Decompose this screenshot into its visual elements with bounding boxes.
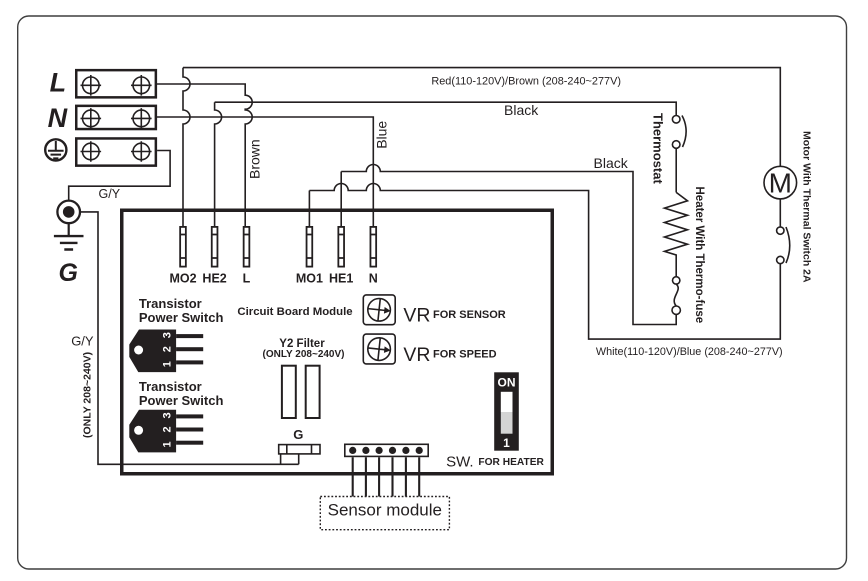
svg-text:Y2 Filter: Y2 Filter (279, 338, 325, 350)
svg-text:Transistor: Transistor (139, 379, 202, 394)
svg-text:Circuit Board Module: Circuit Board Module (237, 306, 352, 318)
svg-text:Power Switch: Power Switch (139, 310, 224, 325)
svg-text:L: L (243, 271, 251, 285)
svg-text:FOR SENSOR: FOR SENSOR (433, 309, 506, 321)
svg-text:Power Switch: Power Switch (139, 393, 224, 408)
svg-text:White(110-120V)/Blue (208-240~: White(110-120V)/Blue (208-240~277V) (596, 346, 783, 358)
svg-text:L: L (50, 67, 67, 97)
svg-text:Black: Black (504, 102, 539, 118)
svg-text:Red(110-120V)/Brown (208-240~2: Red(110-120V)/Brown (208-240~277V) (431, 76, 621, 88)
svg-text:G/Y: G/Y (71, 333, 94, 348)
svg-text:FOR HEATER: FOR HEATER (478, 457, 544, 468)
svg-text:HE2: HE2 (202, 271, 226, 285)
svg-text:MO2: MO2 (169, 271, 196, 285)
svg-text:VR: VR (403, 305, 430, 327)
svg-text:MO1: MO1 (296, 271, 323, 285)
svg-text:2: 2 (161, 346, 173, 352)
svg-text:N: N (48, 103, 68, 133)
svg-text:N: N (369, 271, 378, 285)
svg-text:FOR SPEED: FOR SPEED (433, 349, 497, 361)
svg-text:Transistor: Transistor (139, 296, 202, 311)
svg-text:Black: Black (594, 155, 629, 171)
svg-text:G: G (59, 259, 78, 287)
svg-text:3: 3 (161, 412, 173, 418)
svg-text:3: 3 (161, 332, 173, 338)
svg-text:HE1: HE1 (329, 271, 353, 285)
svg-text:G/Y: G/Y (99, 187, 121, 201)
svg-text:Thermostat: Thermostat (651, 113, 666, 184)
svg-text:Heater With Thermo-fuse: Heater With Thermo-fuse (693, 187, 705, 324)
svg-text:ON: ON (498, 376, 516, 390)
svg-text:Sensor module: Sensor module (328, 501, 442, 520)
svg-text:VR: VR (403, 344, 430, 366)
svg-text:Brown: Brown (247, 139, 263, 179)
svg-text:(ONLY 208~240V): (ONLY 208~240V) (82, 352, 94, 438)
svg-text:2: 2 (161, 426, 173, 432)
svg-text:1: 1 (161, 441, 173, 447)
svg-text:Blue: Blue (374, 121, 390, 149)
svg-text:SW.: SW. (446, 454, 474, 471)
svg-text:G: G (293, 427, 303, 442)
svg-text:1: 1 (503, 436, 510, 450)
svg-text:1: 1 (161, 361, 173, 367)
svg-text:Motor With Thermal Switch 2A: Motor With Thermal Switch 2A (801, 131, 813, 283)
svg-text:(ONLY 208~240V): (ONLY 208~240V) (263, 349, 345, 360)
svg-text:M: M (769, 168, 792, 199)
